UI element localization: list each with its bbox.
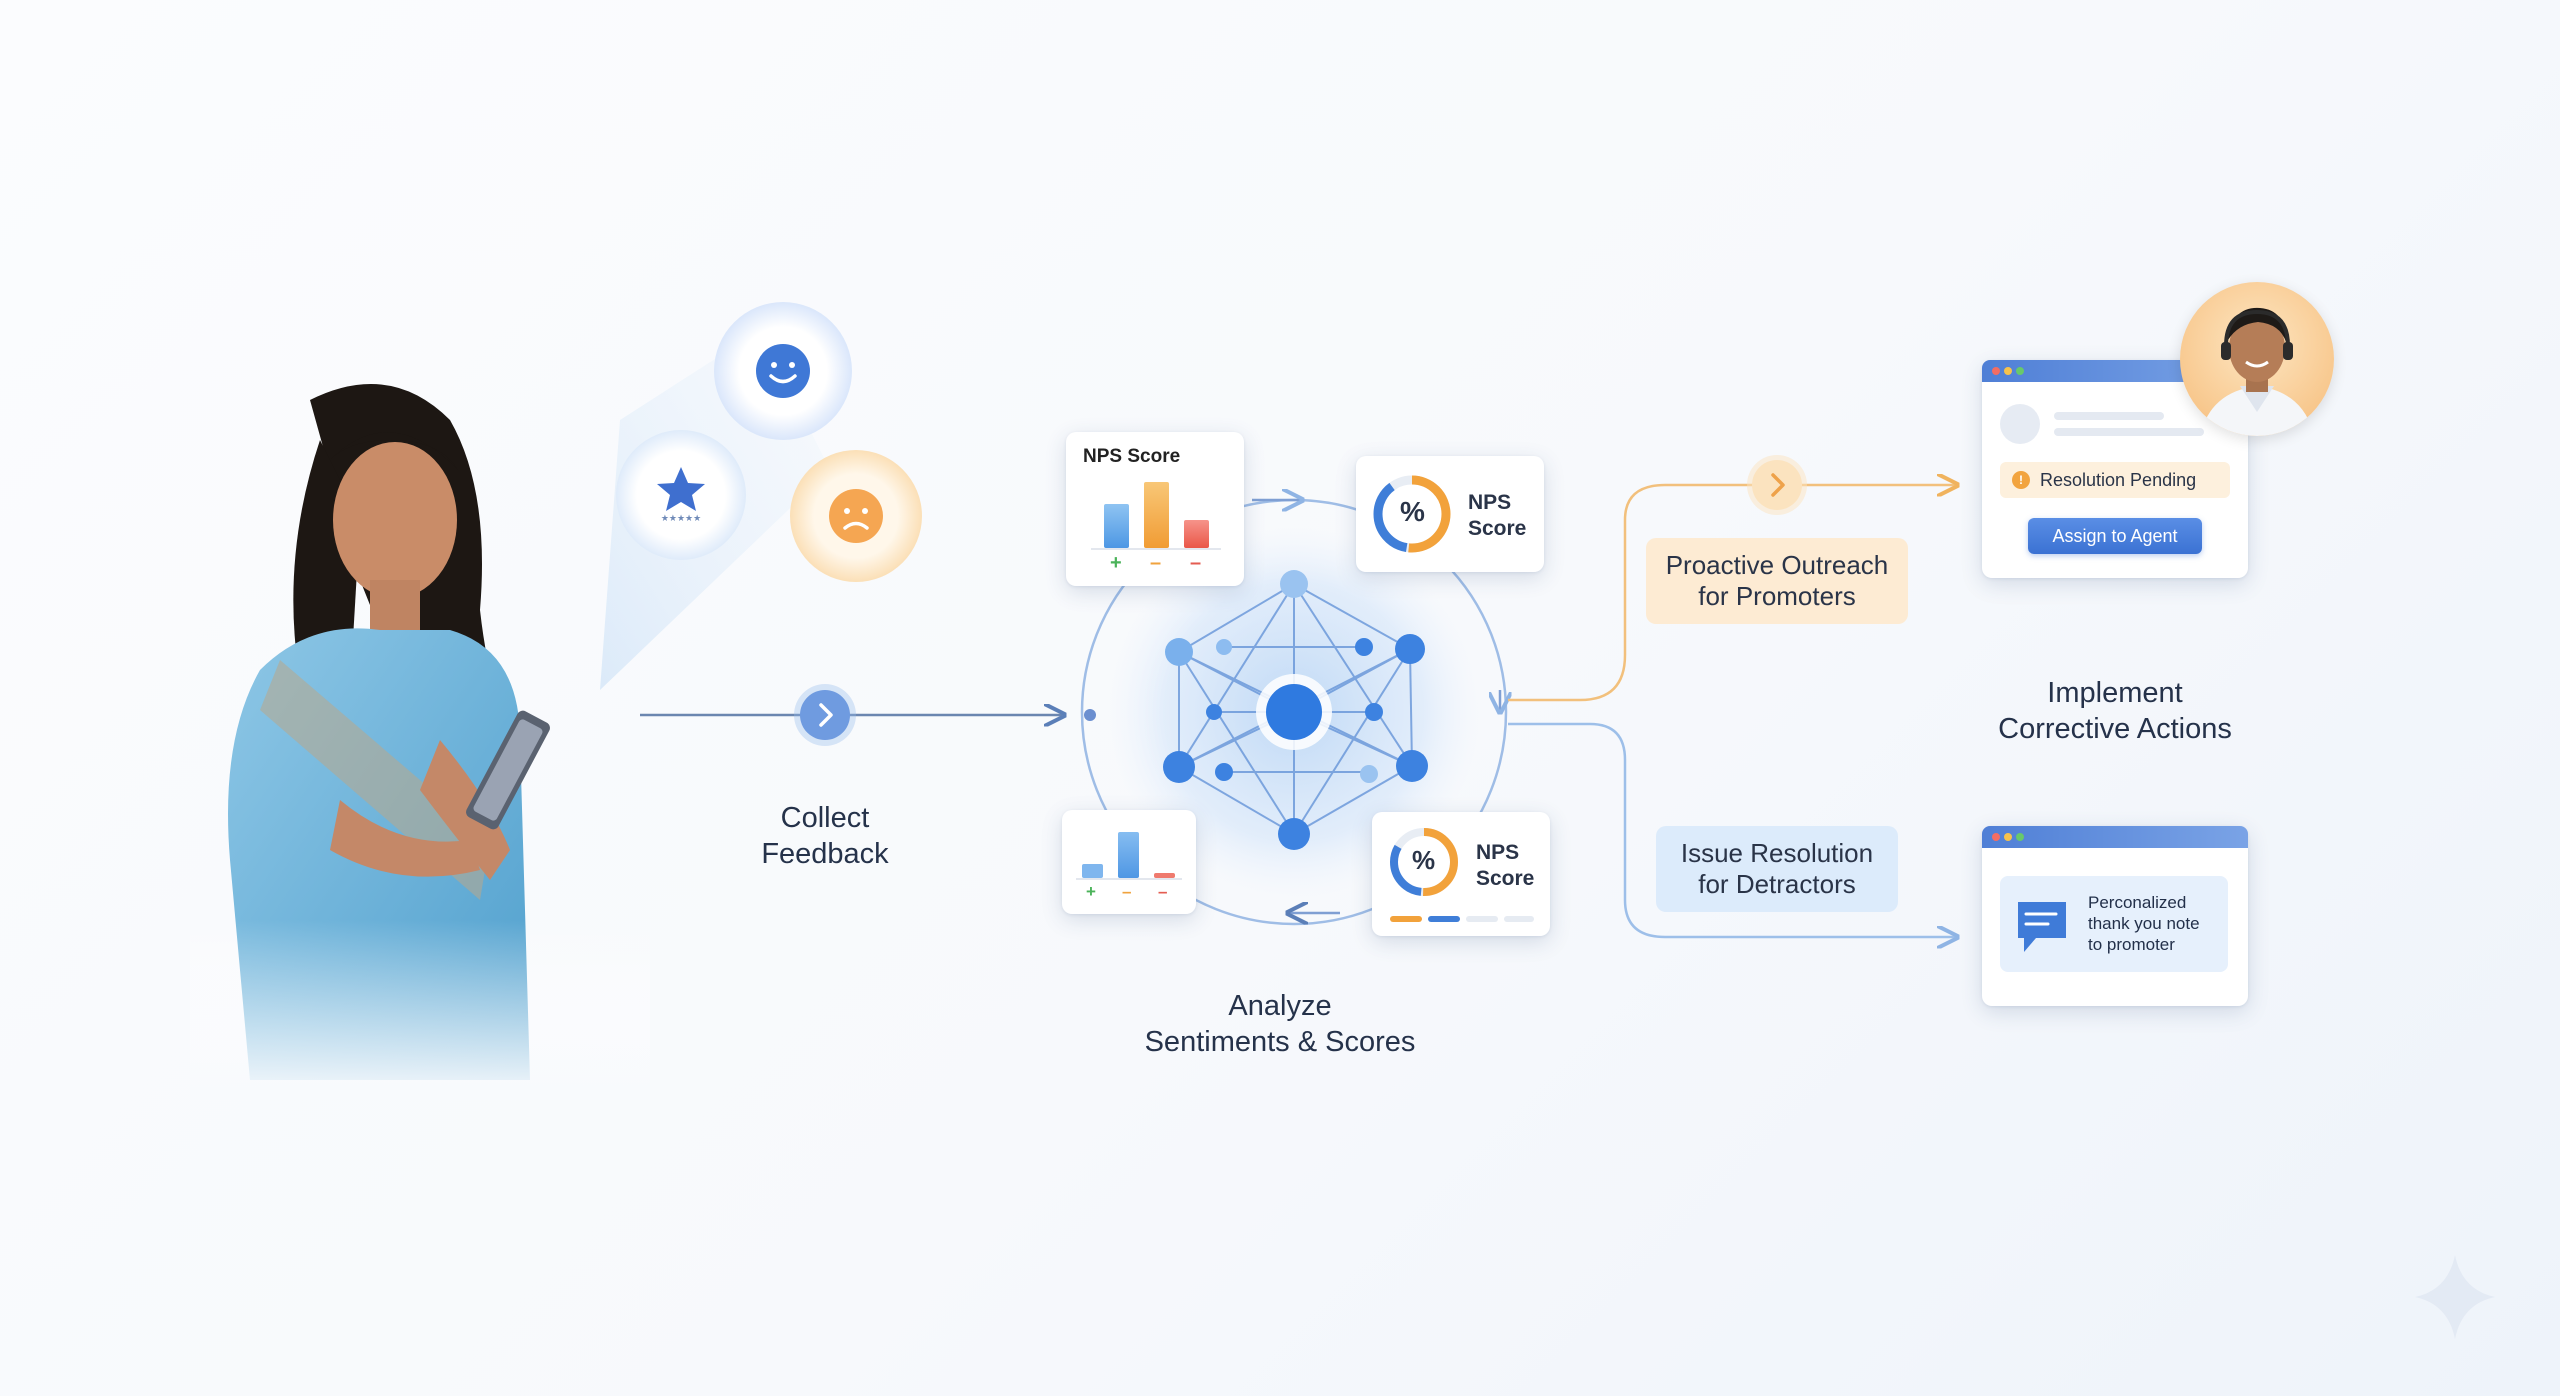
donut-percent-symbol-bottom: % xyxy=(1412,845,1435,876)
note-message-text: Perconalized thank you note to promoter xyxy=(2088,892,2200,955)
nps-bar-card-title: NPS Score xyxy=(1083,446,1180,468)
sad-face-icon xyxy=(827,487,885,545)
note-message-box: Perconalized thank you note to promoter xyxy=(2000,876,2228,972)
status-text: Resolution Pending xyxy=(2040,470,2196,491)
mini-sign-minus-orange: – xyxy=(1122,882,1131,902)
sign-plus: + xyxy=(1110,552,1122,575)
thank-you-note-window: Perconalized thank you note to promoter xyxy=(1982,826,2248,1006)
collect-step-node[interactable] xyxy=(800,690,850,740)
nps-bar-card-top: NPS Score + – – xyxy=(1066,432,1244,586)
bar-orange xyxy=(1144,482,1169,548)
mini-bar-blue-1 xyxy=(1082,864,1103,878)
promoter-branch-node[interactable] xyxy=(1752,460,1802,510)
sparkle-icon xyxy=(2415,1255,2495,1339)
assign-to-agent-button[interactable]: Assign to Agent xyxy=(2028,518,2202,554)
mini-bar-blue-2 xyxy=(1118,832,1139,878)
bar-red xyxy=(1184,520,1209,548)
sign-minus-orange: – xyxy=(1150,552,1161,575)
nps-bar-card-bottom: + – – xyxy=(1062,810,1196,914)
smiley-happy-icon xyxy=(753,341,813,401)
customer-with-phone-illustration xyxy=(190,380,650,1100)
chevron-right-icon xyxy=(800,690,850,740)
pending-status-icon: ! xyxy=(2012,471,2030,489)
svg-text:★★★★★: ★★★★★ xyxy=(661,514,701,523)
status-badge: ! Resolution Pending xyxy=(2000,462,2230,498)
happy-feedback-bubble xyxy=(714,302,852,440)
avatar-placeholder xyxy=(2000,404,2040,444)
support-agent-avatar xyxy=(2180,282,2334,436)
agent-portrait-icon xyxy=(2180,282,2334,436)
bar-blue xyxy=(1104,504,1129,548)
mini-sign-minus-red: – xyxy=(1158,882,1167,902)
star-rating-icon: ★★★★★ xyxy=(646,463,716,523)
star-rating-bubble: ★★★★★ xyxy=(616,430,746,560)
chat-bubble-icon xyxy=(2014,898,2070,968)
chevron-right-icon xyxy=(1752,460,1802,510)
sign-minus-red: – xyxy=(1190,552,1201,575)
donut-percent-symbol: % xyxy=(1400,496,1425,528)
note-window-title-bar xyxy=(1982,826,2248,848)
mini-sign-plus: + xyxy=(1086,882,1096,902)
unhappy-feedback-bubble xyxy=(790,450,922,582)
